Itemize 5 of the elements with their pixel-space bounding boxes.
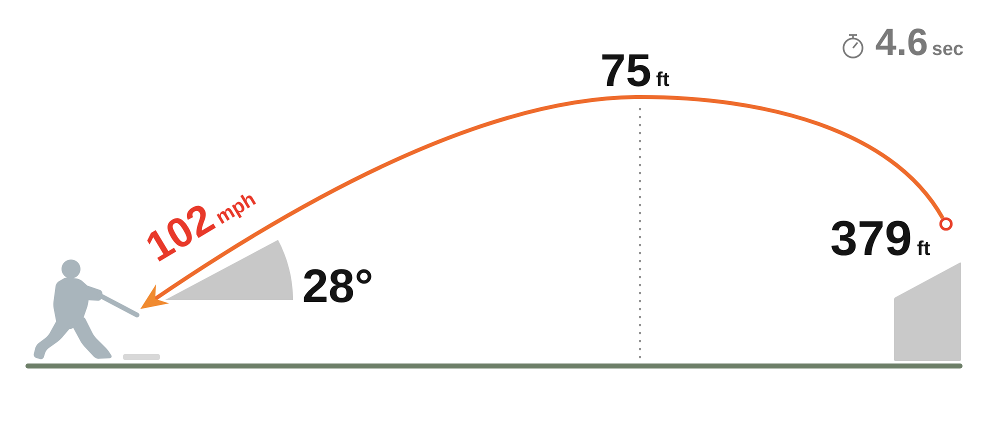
batter-silhouette: [34, 260, 140, 360]
outfield-wall: [894, 262, 961, 361]
angle-label: 28°: [304, 269, 372, 302]
landing-marker: [939, 217, 953, 231]
speed-label: 102 mph: [147, 194, 256, 262]
